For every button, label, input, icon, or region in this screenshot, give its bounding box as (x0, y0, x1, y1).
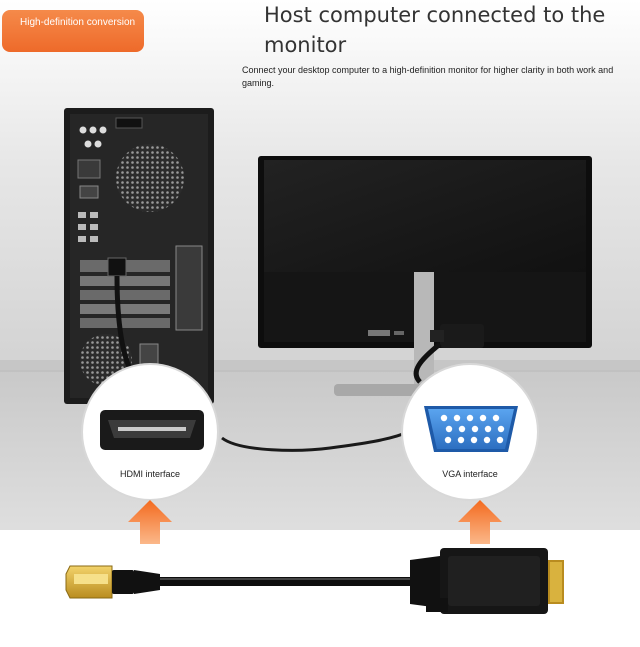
arrow-up-icon (128, 500, 172, 544)
vga-interface-label: VGA interface (442, 469, 498, 479)
feature-badge: High-definition conversion (2, 10, 144, 52)
pc-tower (64, 108, 214, 404)
hdmi-callout (81, 363, 219, 501)
vga-callout (401, 363, 539, 501)
hdmi-interface-label: HDMI interface (119, 469, 181, 479)
page-title: Host computer connected to the monitor (264, 3, 606, 57)
arrow-up-icon (458, 500, 502, 544)
hdmi-to-vga-cable (65, 548, 564, 614)
monitor (258, 156, 592, 396)
page-subtitle: Connect your desktop computer to a high-… (242, 65, 614, 88)
